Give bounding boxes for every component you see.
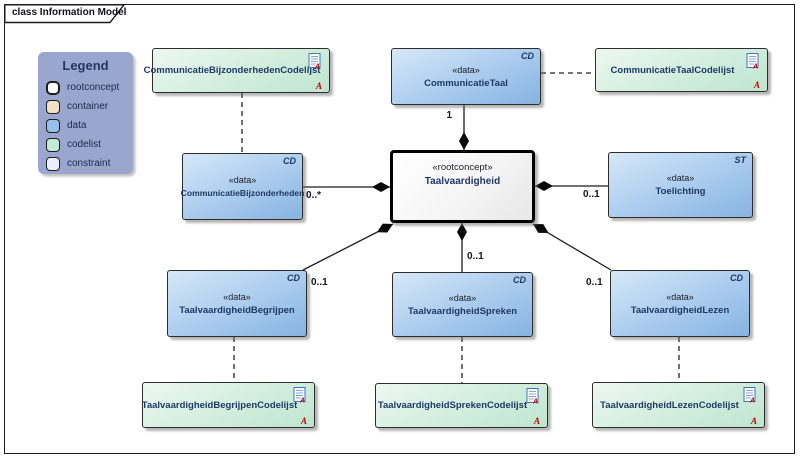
linked-document-icon: A <box>526 388 539 405</box>
codelist-node-taalvaardigheidbegrijpencodelijst[interactable]: TaalvaardigheidBegrijpenCodelijst A A <box>142 382 315 428</box>
stereotype-label: «data» <box>666 173 695 183</box>
legend[interactable]: Legend rootconcept container data codeli… <box>38 52 133 174</box>
stereotype-label: «data» <box>452 64 480 75</box>
composition-connector-taalvaardigheidspreken[interactable] <box>457 223 467 272</box>
codelist-name: CommunicatieTaalCodelijst <box>610 64 735 76</box>
svg-text:A: A <box>749 398 755 404</box>
svg-text:A: A <box>752 64 758 70</box>
codelist-node-taalvaardigheidlezencodelijst[interactable]: TaalvaardigheidLezenCodelijst A A <box>592 382 765 428</box>
class-node-taalvaardigheidlezen[interactable]: CD «data» TaalvaardigheidLezen <box>610 270 750 337</box>
linked-document-icon: A <box>308 53 321 70</box>
composition-diamond <box>535 181 553 191</box>
class-name: TaalvaardigheidLezen <box>630 304 730 316</box>
codelist-node-communicatiebijzonderhedencodelijst[interactable]: CommunicatieBijzonderhedenCodelijst A A <box>144 48 330 93</box>
codelist-node-taalvaardigheidsprekencodelijst[interactable]: TaalvaardigheidSprekenCodelijst A A <box>375 383 548 428</box>
container-swatch <box>46 99 60 114</box>
composition-connector-toelichting[interactable] <box>535 181 608 191</box>
class-node-communicatiebijzonderheden[interactable]: CD «data» CommunicatieBijzonderheden <box>180 153 305 220</box>
note-badge: A <box>750 416 757 426</box>
composition-connector-taalvaardigheidlezen[interactable] <box>531 220 612 271</box>
type-marker: CD <box>730 273 743 283</box>
composition-diamond <box>533 224 549 233</box>
multiplicity-label-communicatiebijzonderheden: 0..* <box>306 190 322 201</box>
note-badge: A <box>533 416 540 426</box>
class-name: TaalvaardigheidSpreken <box>407 305 518 317</box>
composition-diamond <box>457 223 467 241</box>
stereotype-label: «data» <box>223 291 251 302</box>
class-node-communicatietaal[interactable]: CD «data» CommunicatieTaal <box>391 48 541 105</box>
svg-text:A: A <box>532 399 538 405</box>
codelist-node-communicatietaalcodelijst[interactable]: CommunicatieTaalCodelijst A A <box>595 48 768 92</box>
stereotype-label: «data» <box>666 291 694 302</box>
linked-document-icon: A <box>743 387 756 404</box>
note-badge: A <box>753 80 760 90</box>
codelist-name: TaalvaardigheidLezenCodelijst <box>600 399 739 411</box>
legend-item-label: codelist <box>67 139 101 150</box>
multiplicity-label-toelichting: 0..1 <box>583 189 600 200</box>
type-marker: CD <box>513 275 526 285</box>
diagram-title: class Information Model <box>12 7 127 18</box>
composition-diamond <box>459 132 469 150</box>
legend-title: Legend <box>62 58 109 73</box>
codelist-name: TaalvaardigheidBegrijpenCodelijst <box>141 399 298 411</box>
multiplicity-label-taalvaardigheidspreken: 0..1 <box>467 251 484 262</box>
note-badge: A <box>315 81 322 91</box>
codelist-name: CommunicatieBijzonderhedenCodelijst <box>143 65 321 76</box>
type-marker: CD <box>521 51 534 61</box>
class-name: Toelichting <box>655 186 706 197</box>
type-marker: CD <box>287 273 300 283</box>
linked-document-icon: A <box>293 387 306 404</box>
multiplicity-label-taalvaardigheidbegrijpen: 0..1 <box>311 277 328 288</box>
legend-item-constraint: constraint <box>46 154 133 173</box>
note-badge: A <box>300 416 307 426</box>
rootconcept-swatch <box>46 80 60 95</box>
class-name: Taalvaardigheid <box>424 176 501 187</box>
legend-item-codelist: codelist <box>46 135 133 154</box>
multiplicity-label-taalvaardigheidlezen: 0..1 <box>586 277 603 288</box>
stereotype-label: «rootconcept» <box>432 162 493 173</box>
class-name: TaalvaardigheidBegrijpen <box>179 304 295 316</box>
codelist-name: TaalvaardigheidSprekenCodelijst <box>377 400 528 411</box>
class-node-taalvaardigheidbegrijpen[interactable]: CD «data» TaalvaardigheidBegrijpen <box>167 270 307 337</box>
class-name: CommunicatieTaal <box>424 77 508 89</box>
composition-connector-communicatiebijzonderheden[interactable] <box>303 182 390 192</box>
legend-item-rootconcept: rootconcept <box>46 78 133 97</box>
legend-item-container: container <box>46 97 133 116</box>
data-swatch <box>46 118 60 133</box>
legend-item-label: rootconcept <box>67 82 120 93</box>
svg-text:A: A <box>299 398 305 404</box>
class-node-toelichting[interactable]: ST «data» Toelichting <box>608 152 753 218</box>
composition-connector-communicatietaal[interactable] <box>459 105 469 150</box>
legend-item-data: data <box>46 116 133 135</box>
composition-diamond <box>376 223 393 233</box>
class-name: CommunicatieBijzonderheden <box>180 188 305 198</box>
composition-connector-taalvaardigheidbegrijpen[interactable] <box>302 220 395 271</box>
type-marker: ST <box>734 155 746 165</box>
legend-item-label: container <box>67 101 109 112</box>
class-node-taalvaardigheid[interactable]: «rootconcept» Taalvaardigheid <box>390 150 535 223</box>
codelist-swatch <box>46 137 60 152</box>
frame-tab <box>4 4 126 24</box>
multiplicity-label-communicatietaal: 1 <box>446 110 452 121</box>
constraint-swatch <box>46 156 60 171</box>
legend-item-label: data <box>67 120 87 131</box>
stereotype-label: «data» <box>448 292 477 303</box>
class-node-taalvaardigheidspreken[interactable]: CD «data» TaalvaardigheidSpreken <box>392 272 533 337</box>
svg-text:A: A <box>314 64 320 70</box>
stereotype-label: «data» <box>228 175 257 185</box>
legend-item-label: constraint <box>67 158 111 169</box>
type-marker: CD <box>283 156 296 166</box>
composition-diamond <box>372 182 390 192</box>
linked-document-icon: A <box>746 53 759 70</box>
